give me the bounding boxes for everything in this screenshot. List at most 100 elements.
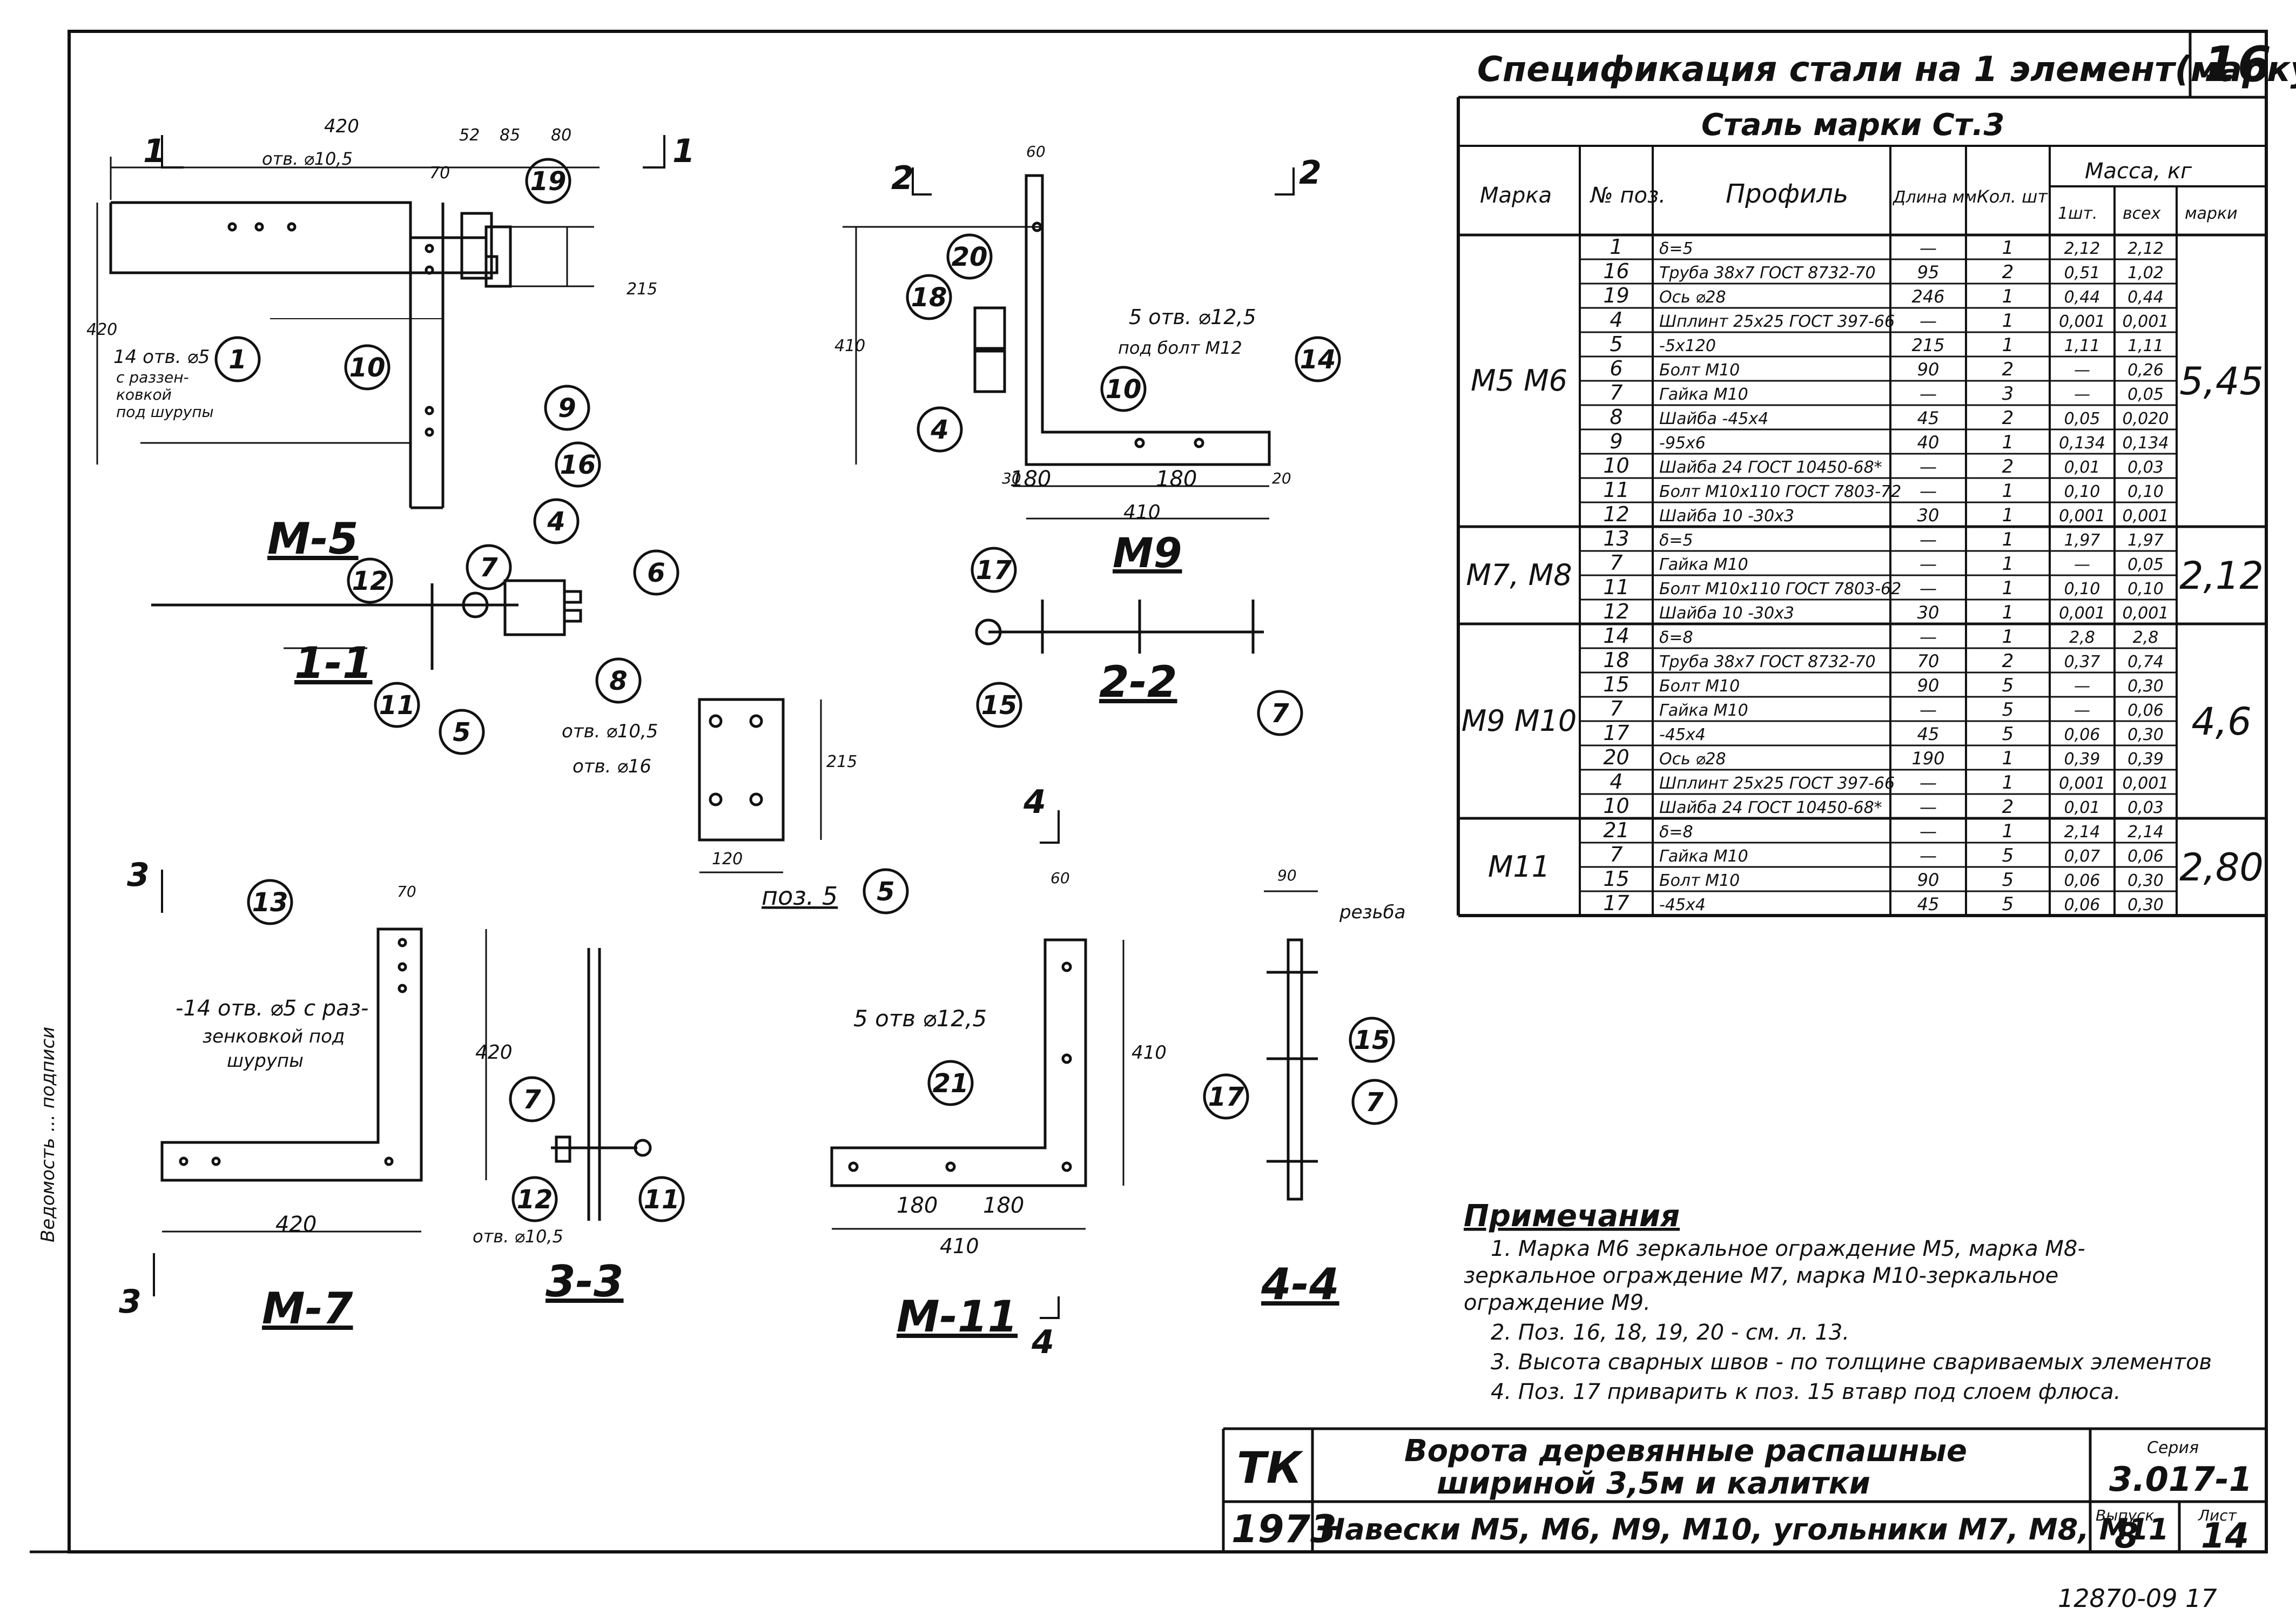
row-qty: 1 [2002,432,2014,453]
steel-grade: Сталь марки Ст.3 [1701,107,2004,143]
row-length: 90 [1917,675,1940,696]
row-mass-one: 0,05 [2064,409,2100,428]
row-mass-one: 0,51 [2064,264,2100,283]
position-number: 7 [480,553,498,583]
row-mass-one: — [2074,701,2090,720]
position-callout [1257,690,1303,736]
row-profile: -45х4 [1659,725,1706,744]
row-qty: 2 [2002,456,2014,477]
row-mass-all: 0,020 [2123,409,2169,428]
position-number: 21 [933,1068,969,1099]
issue: 8 [2115,1516,2139,1556]
row-mass-one: 0,001 [2059,774,2105,793]
row-length: 45 [1917,408,1940,428]
series: 3.017-1 [2109,1459,2252,1499]
row-length: — [1920,772,1937,793]
row-mass-mark: 2,12 [2179,554,2264,598]
position-callout [544,385,590,431]
note-line: ограждение М9. [1464,1290,1651,1315]
view-label: 3-3 [546,1256,624,1307]
row-profile: Болт М10х110 ГОСТ 7803-72 [1659,482,1901,501]
year: 1973 [1231,1507,1337,1551]
dimension: 215 [826,752,857,771]
note-text: резьба [1339,902,1405,923]
row-length: — [1920,481,1937,501]
row-length: — [1920,311,1937,331]
position-number: 6 [647,558,665,588]
row-mass-one: 0,001 [2059,507,2105,526]
note-text: -14 отв. ⌀5 с раз- [176,996,368,1021]
row-pos: 17 [1603,721,1629,745]
row-mass-one: 0,07 [2064,847,2100,866]
row-profile: δ=8 [1659,823,1693,842]
view-m9 [843,167,1295,520]
header-mass-mark: марки [2185,204,2238,223]
dimension: 70 [429,164,450,183]
row-mass-one: — [2074,677,2090,696]
note-text: шурупы [227,1050,304,1072]
row-mass-all: 0,74 [2127,653,2164,671]
row-mass-all: 0,26 [2127,361,2164,380]
position-number: 7 [523,1085,541,1115]
view-1-1 [151,579,582,670]
row-mass-one: 0,10 [2064,580,2100,598]
header-length: Длина мм [1892,188,1977,207]
dimension: 420 [475,1041,513,1064]
row-mass-all: 0,001 [2123,507,2169,526]
note-line: 3. Высота сварных швов - по толщине свар… [1491,1350,2212,1375]
row-pos: 21 [1603,818,1629,842]
section-mark: 1 [143,132,166,170]
row-qty: 5 [2002,869,2014,891]
row-mass-one: 1,97 [2064,531,2100,550]
position-callout [439,709,485,755]
position-callout [247,879,293,925]
position-number: 10 [1106,374,1142,405]
position-number: 10 [349,353,386,383]
sheet-label: Лист [2198,1506,2237,1524]
dimension: 410 [1123,501,1161,523]
position-number: 11 [379,690,415,721]
row-length: — [1920,821,1937,842]
position-number: 12 [517,1185,553,1215]
row-qty: 1 [2002,772,2014,793]
row-mass-all: 0,30 [2127,725,2164,744]
row-qty: 5 [2002,723,2014,745]
position-number: 13 [252,887,288,918]
row-mass-all: 1,11 [2127,337,2164,355]
notes-heading: Примечания [1464,1199,1680,1234]
notes-block: Примечания 1. Марка М6 зеркальное огражд… [1464,1199,2212,1404]
position-callout [525,158,571,204]
row-qty: 1 [2002,334,2014,356]
position-callout [595,657,642,704]
position-callout [1349,1017,1395,1063]
view-label: М-11 [897,1292,1018,1342]
row-pos: 6 [1610,357,1622,380]
org-code: ТК [1237,1443,1304,1493]
row-mass-all: 0,39 [2127,750,2164,769]
position-callout [1203,1073,1249,1120]
row-length: 190 [1911,748,1944,769]
position-callout [1351,1079,1398,1125]
header-mass-all: всех [2123,204,2161,223]
view-label: 4-4 [1261,1259,1339,1309]
row-qty: 5 [2002,845,2014,866]
dimension: 180 [1010,467,1051,492]
position-number: 4 [547,507,565,537]
row-profile: Шплинт 25х25 ГОСТ 397-66 [1659,774,1895,793]
note-text: 14 отв. ⌀5 [113,346,210,368]
note-line: 4. Поз. 17 приварить к поз. 15 втавр под… [1491,1380,2120,1404]
position-number: 14 [1300,345,1336,375]
row-qty: 2 [2002,650,2014,672]
row-length: — [1920,554,1937,574]
section-mark: 4 [1031,1323,1054,1361]
note-text: отв. ⌀10,5 [262,149,353,169]
row-pos: 7 [1610,381,1622,405]
row-length: — [1920,699,1937,720]
position-number: 12 [352,566,388,596]
row-mark: М7, М8 [1466,558,1572,592]
row-qty: 5 [2002,675,2014,696]
position-callout [374,682,420,728]
row-mass-all: 0,03 [2127,458,2164,477]
row-pos: 12 [1603,600,1629,623]
note-text: под шурупы [116,403,214,421]
